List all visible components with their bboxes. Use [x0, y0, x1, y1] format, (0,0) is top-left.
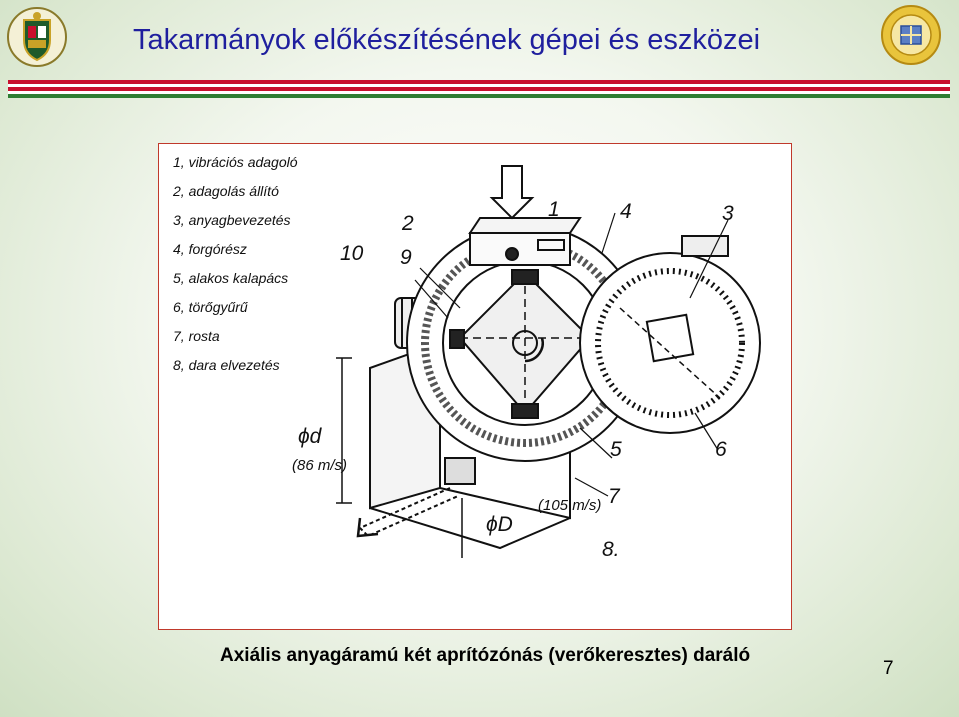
- faculty-seal-icon: [880, 4, 942, 66]
- callout-3: 3: [722, 202, 734, 225]
- legend-item: 3, anyagbevezetés: [173, 212, 291, 228]
- slide-title: Takarmányok előkészítésének gépei és esz…: [133, 24, 761, 56]
- callout-10: 10: [340, 242, 364, 265]
- legend-item: 4, forgórész: [173, 241, 247, 257]
- callout-2: 2: [401, 212, 414, 235]
- callout-8: 8.: [602, 538, 620, 561]
- page-number: 7: [883, 658, 894, 679]
- grinder-drawing: 1 2 3 4 5 6 7 8. 9 10 ϕd (86 m/s) ϕD (10…: [290, 158, 770, 576]
- legend-item: 2, adagolás állító: [173, 183, 279, 199]
- legend-item: 6, törőgyűrű: [173, 299, 248, 315]
- title-underline-stripes: [8, 80, 950, 98]
- speed-D-label: (105 m/s): [538, 497, 601, 514]
- legend: 1, vibrációs adagoló 2, adagolás állító …: [173, 153, 298, 385]
- callout-1: 1: [548, 198, 560, 221]
- phi-D-label: ϕD: [486, 513, 513, 536]
- figure-caption: Axiális anyagáramú két aprítózónás (verő…: [220, 645, 751, 666]
- callout-9: 9: [400, 246, 412, 269]
- callout-5: 5: [610, 438, 622, 461]
- legend-item: 5, alakos kalapács: [173, 270, 289, 286]
- university-crest-icon: [6, 6, 68, 68]
- legend-item: 8, dara elvezetés: [173, 357, 280, 373]
- phi-d-label: ϕd: [298, 425, 323, 448]
- speed-d-label: (86 m/s): [292, 457, 347, 474]
- legend-item: 1, vibrációs adagoló: [173, 154, 298, 170]
- legend-item: 7, rosta: [173, 328, 220, 344]
- callout-7: 7: [608, 485, 621, 508]
- callout-4: 4: [620, 200, 632, 223]
- callout-6: 6: [715, 438, 727, 461]
